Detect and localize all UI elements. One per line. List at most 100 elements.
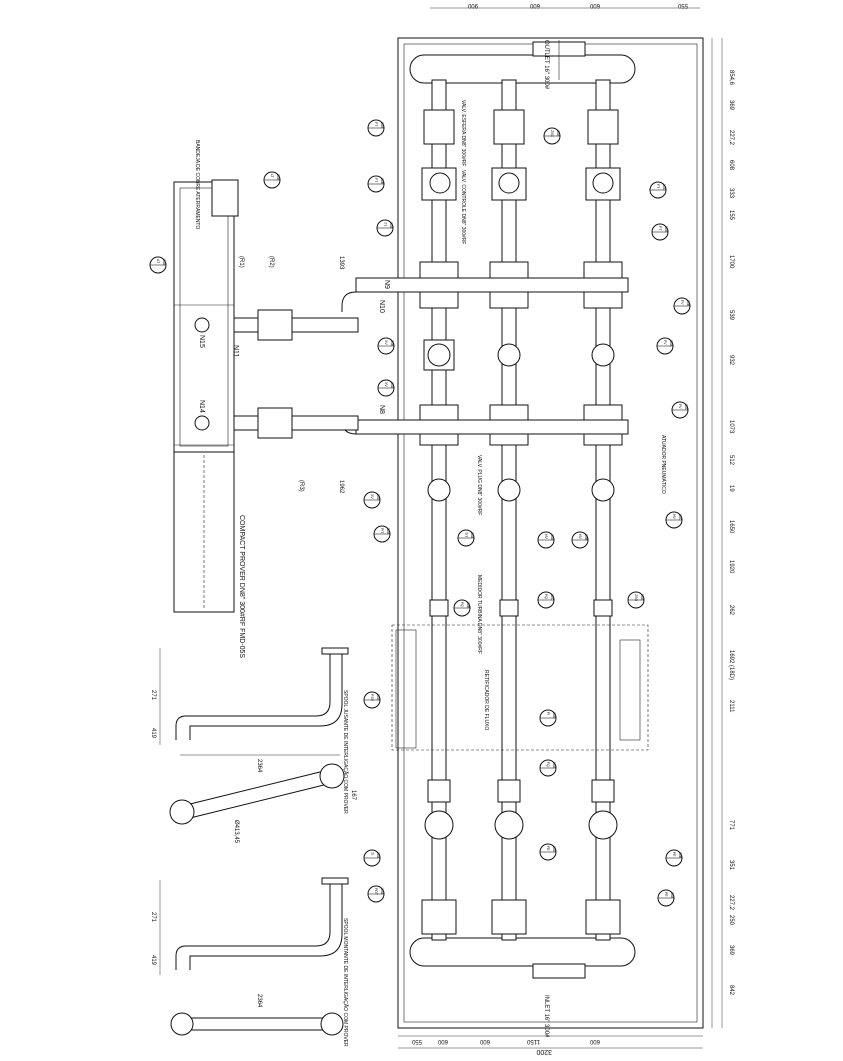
nozzle-n9: N9 (383, 280, 390, 289)
right-dim-label: 1692 (18D) (728, 650, 734, 680)
instrument-tag-function: FQ (460, 602, 464, 607)
inlet-label: INLET 16" 300# (543, 995, 549, 1038)
compact-prover (173, 179, 359, 613)
compact-prover-label: COMPACT PROVER DN8" 300#RF FMD-05S (238, 515, 245, 658)
instrument-tag-number: 10B (686, 300, 690, 307)
spool-detail-diagonal (169, 763, 345, 825)
medidor-label: MEDIDOR TURBINA DN8" 300#RF (476, 575, 482, 654)
instrument-tag-function: HV (578, 534, 582, 540)
instrument-tag-number: 10B (390, 340, 394, 347)
right-dim-label: 155 (728, 210, 734, 221)
instrument-tag-function: PI (546, 712, 550, 715)
spool-detail-top (159, 647, 349, 756)
instrument-tag-number: 10A (162, 259, 166, 266)
meter-run-a (419, 79, 459, 941)
instrument-tag-number: 10B (466, 602, 470, 609)
nozzle-n15: N15 (198, 335, 205, 348)
dim-r3: (R3) (298, 480, 304, 492)
outlet-header (409, 54, 636, 84)
instrument-tag-function: FQ (544, 594, 548, 599)
spool-diag-label: Ø413,45 (233, 820, 239, 844)
spool-height-bottom: 271 (150, 912, 156, 923)
instrument-tag-function: HV (544, 534, 548, 540)
instrument-tag-function: ZSC (550, 130, 554, 137)
instrument-tag-function: PT (658, 226, 662, 231)
instrument-tag-function: PIT (380, 528, 384, 534)
instrument-tag-function: PDT (374, 888, 378, 896)
instrument-tag-number: 10C (678, 514, 682, 521)
dim-1393: 1393 (338, 256, 344, 270)
top-dim-label: 900 (467, 2, 478, 8)
instrument-tag-function: XV (384, 340, 388, 345)
right-dim-label: 227,2 (728, 130, 734, 146)
right-dim-label: 369 (728, 945, 734, 956)
instrument-tag-number: 10C (552, 846, 556, 853)
right-dim-label: 539 (728, 310, 734, 321)
instrument-tag-function: HV (672, 514, 676, 520)
instrument-tag-number: 10A (390, 382, 394, 389)
instrument-tag-number: 10A (550, 534, 554, 541)
instrument-tag-number: 10A (640, 594, 644, 601)
right-dim-label: 854,6 (728, 70, 734, 86)
instrument-tag-number: 10B (678, 852, 682, 859)
instrument-tag-function: XV (370, 494, 374, 499)
spool-height-top: 271 (150, 690, 156, 701)
instrument-tag-number: 10A (664, 226, 668, 233)
instrument-tag-number: 10C (662, 184, 666, 191)
instrument-tag-number: 10A (276, 174, 280, 181)
bottom-dim-label: 600 (437, 1038, 448, 1044)
instrument-tag-function: FV (663, 340, 667, 345)
instrument-tag-function: LT (270, 174, 274, 179)
nozzle-n10: N10 (378, 300, 385, 313)
instrument-tag-number: 10A (376, 852, 380, 859)
overall-width: 3200 (536, 1048, 552, 1055)
instrument-tag-number: 10A (376, 694, 380, 701)
spool-dim-bottom: 2364 (256, 994, 262, 1008)
instrument-tag-number: 10A (556, 130, 560, 137)
valve-plug-label: VALV. PLUG DN8" 300#RF (476, 455, 482, 515)
right-dim-label: 369 (728, 100, 734, 111)
instrument-tag-number: 10A (470, 532, 474, 539)
dim-1962: 1962 (338, 480, 344, 494)
bandeja-label: BANDEJA DE COBRE ATERRAMENTO (194, 140, 200, 229)
instrument-tag-number: 10A (386, 528, 390, 535)
right-dim-label: 262 (728, 605, 734, 616)
right-dim-label: 351 (728, 860, 734, 871)
instrument-tag-function: FT (656, 184, 660, 189)
instrument-tag-number: 10C (550, 594, 554, 601)
right-dim-label: 771 (728, 820, 734, 831)
meter-run-b (489, 79, 529, 941)
bottom-dim-label: 1150 (526, 1038, 540, 1044)
instrument-tag-number: 10A (670, 892, 674, 899)
right-dim-label: 250 (728, 915, 734, 926)
outlet-label: OUTLET 16" 300# (543, 40, 549, 90)
instrument-tag-function: FE (664, 892, 668, 897)
spool-dim-top: 2364 (256, 759, 262, 773)
valve-controle-label: VALV. CONTROLE DN8" 300#RF (460, 170, 466, 245)
instrument-tag-number: 10B (380, 178, 384, 185)
right-dim-label: 842 (728, 985, 734, 996)
manifold-lower (355, 419, 629, 435)
right-dim-label: 1073 (728, 420, 734, 434)
